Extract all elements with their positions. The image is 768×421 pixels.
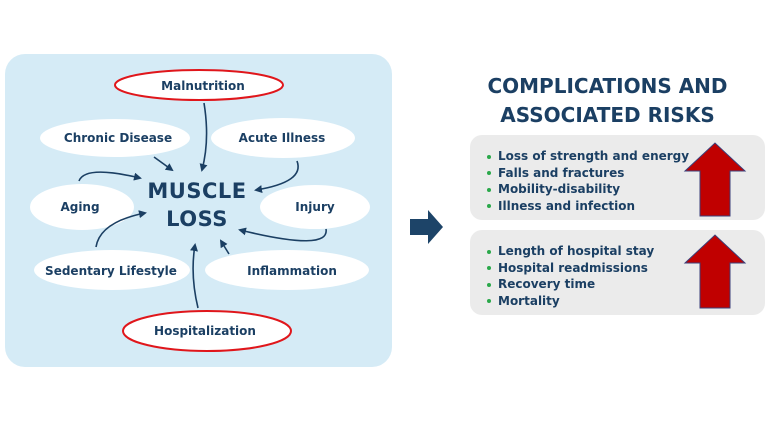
item-text: Mortality — [498, 293, 560, 308]
center-line-2: LOSS — [166, 207, 228, 231]
ellipse-injury — [260, 185, 370, 229]
label-malnutrition: Malnutrition — [161, 79, 245, 93]
label-inflammation: Inflammation — [247, 264, 337, 278]
list-item: Length of hospital stay — [487, 243, 654, 260]
item-text: Falls and fractures — [498, 165, 625, 180]
ellipse-aging — [30, 184, 134, 230]
list-item: Recovery time — [487, 276, 654, 293]
arrow-aging — [78, 171, 142, 182]
bullet-icon — [487, 299, 491, 303]
bullet-icon — [487, 282, 491, 287]
bullet-icon — [487, 249, 491, 254]
bullet-icon — [487, 266, 491, 270]
arrow-injury — [238, 227, 327, 242]
item-text: Length of hospital stay — [498, 244, 655, 258]
arrow-hospitalization — [190, 243, 199, 309]
right-arrow-icon — [410, 210, 443, 244]
item-text: Illness and infection — [498, 198, 636, 213]
arrow-malnutrition — [199, 102, 208, 172]
bullet-icon — [487, 204, 491, 208]
label-chronic-disease: Chronic Disease — [63, 131, 173, 145]
bullet-icon — [487, 187, 491, 192]
label-acute-illness: Acute Illness — [238, 131, 326, 145]
ellipse-hospitalization — [122, 310, 292, 352]
list-item: Illness and infection — [487, 198, 689, 215]
increase-arrow-icon-2 — [683, 234, 747, 309]
ellipse-malnutrition — [114, 69, 284, 101]
arrow-chronic-disease — [153, 156, 174, 172]
label-sedentary-lifestyle: Sedentary Lifestyle — [45, 264, 177, 278]
title-line-1: COMPLICATIONS AND — [487, 74, 728, 98]
item-text: Mobility-disability — [498, 182, 621, 196]
arrow-sedentary-lifestyle — [95, 210, 147, 248]
list-item: Mobility-disability — [487, 181, 689, 198]
label-injury: Injury — [295, 200, 335, 214]
bullet-icon — [487, 154, 491, 159]
ellipse-chronic-disease — [40, 119, 190, 157]
item-text: Hospital readmissions — [498, 260, 648, 275]
center-line-1: MUSCLE — [147, 179, 247, 203]
label-hospitalization: Hospitalization — [154, 324, 256, 338]
ellipse-inflammation — [205, 250, 369, 290]
ellipse-acute-illness — [211, 118, 355, 158]
item-text: Loss of strength and energy — [498, 149, 690, 163]
list-item: Hospital readmissions — [487, 260, 654, 277]
center-label: MUSCLE LOSS — [147, 177, 246, 233]
list-item: Loss of strength and energy — [487, 148, 689, 165]
label-aging: Aging — [60, 200, 100, 214]
item-text: Recovery time — [498, 277, 596, 291]
arrow-inflammation — [219, 239, 230, 255]
complications-title: COMPLICATIONS AND ASSOCIATED RISKS — [475, 72, 740, 130]
list-item: Falls and fractures — [487, 165, 689, 182]
title-line-2: ASSOCIATED RISKS — [500, 103, 715, 127]
ellipse-sedentary-lifestyle — [34, 250, 190, 290]
bullet-icon — [487, 171, 491, 175]
increase-arrow-icon-1 — [683, 142, 747, 217]
list-item: Mortality — [487, 293, 654, 310]
arrow-acute-illness — [254, 160, 299, 193]
